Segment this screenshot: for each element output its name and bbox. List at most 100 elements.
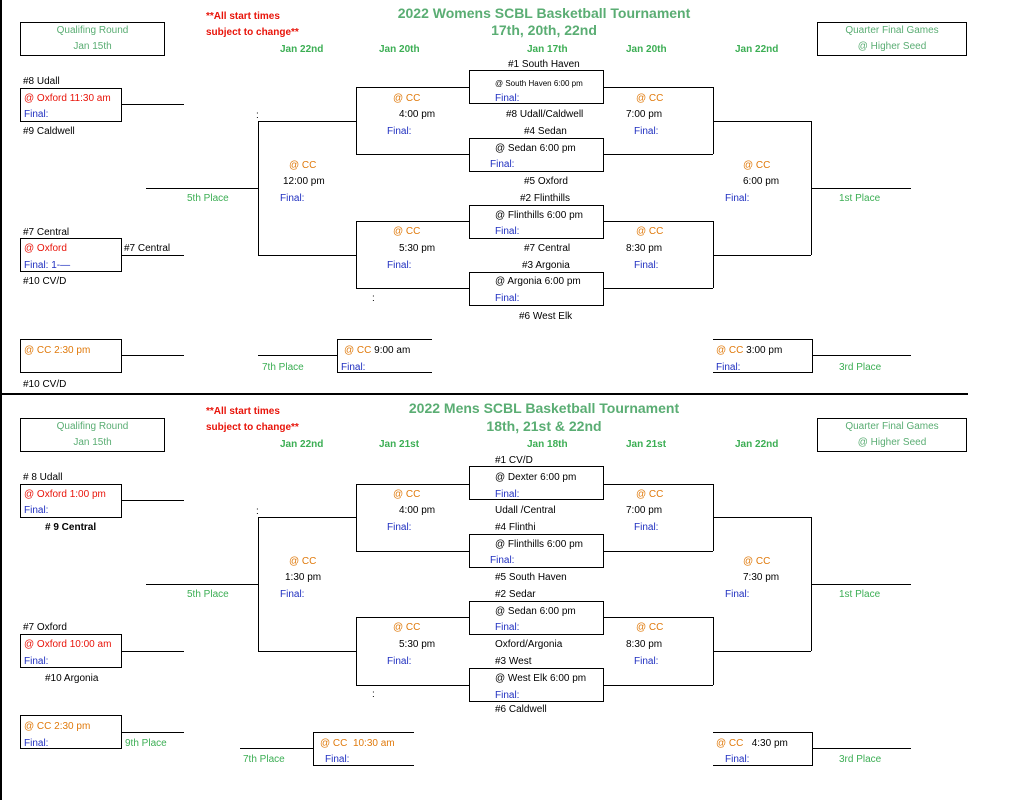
seed-5: #5 Oxford bbox=[524, 176, 568, 187]
quarter-final-box: Quarter Final Games @ Higher Seed bbox=[817, 22, 967, 56]
game-4-site: @ West Elk 6:00 pm bbox=[495, 673, 587, 684]
first-place-label: 1st Place bbox=[839, 589, 881, 600]
ninth-place-label: 9th Place bbox=[125, 738, 167, 749]
seventh-place-site-time: @ CC 9:00 am bbox=[344, 345, 410, 357]
bracket-line bbox=[258, 651, 356, 652]
bracket-line bbox=[146, 584, 258, 585]
bracket-line bbox=[258, 355, 337, 356]
first-place-final: Final: bbox=[725, 193, 750, 204]
seventh-place-site-time: @ CC 10:30 am bbox=[320, 738, 395, 750]
qual-game-1-site: @ Oxford 1:00 pm bbox=[24, 489, 106, 500]
colon-mark: : bbox=[372, 293, 375, 304]
bracket-line bbox=[356, 221, 469, 222]
first-place-site: @ CC bbox=[743, 556, 771, 567]
bracket-line bbox=[713, 651, 811, 652]
qual-game-2-box bbox=[20, 238, 122, 272]
quarter-final-site: @ Higher Seed bbox=[857, 41, 927, 52]
qual-game-1-box bbox=[20, 88, 122, 122]
date-col-1: Jan 22nd bbox=[280, 44, 324, 55]
date-col-2: Jan 21st bbox=[379, 439, 420, 450]
fifth-place-site: @ CC bbox=[289, 556, 317, 567]
seed-3: #3 West bbox=[495, 656, 532, 667]
qual-team-b: #9 Caldwell bbox=[23, 126, 75, 137]
womens-bracket: 2022 Womens SCBL Basketball Tournament 1… bbox=[0, 0, 1024, 395]
left-semi-2-site: @ CC bbox=[393, 226, 421, 237]
bracket-line bbox=[122, 255, 184, 256]
game-1-box bbox=[469, 70, 604, 104]
consolation-site: @ CC 2:30 pm bbox=[24, 721, 91, 732]
bracket-line bbox=[356, 551, 469, 552]
seed-2: #2 Flinthills bbox=[520, 193, 571, 204]
qual-team-c: #7 Central bbox=[23, 227, 70, 238]
quarter-final-site: @ Higher Seed bbox=[857, 437, 927, 448]
bracket-line bbox=[356, 685, 469, 686]
bracket-line bbox=[713, 87, 714, 154]
bracket-line bbox=[356, 288, 469, 289]
consolation-site: @ CC 2:30 pm bbox=[24, 345, 91, 356]
bracket-line bbox=[258, 255, 356, 256]
third-place-time: 4:30 pm bbox=[751, 738, 788, 749]
game-1-site: @ Dexter 6:00 pm bbox=[495, 472, 577, 483]
qualifying-round-box: Qualifing Round Jan 15th bbox=[20, 418, 165, 452]
bracket-title: 2022 Womens SCBL Basketball Tournament bbox=[397, 5, 691, 21]
qual-game-2-site: @ Oxford bbox=[24, 243, 67, 254]
qual-game-1-site: @ Oxford 11:30 am bbox=[24, 93, 111, 104]
left-semi-1-final: Final: bbox=[387, 126, 412, 137]
quarter-final-label: Quarter Final Games bbox=[845, 421, 939, 432]
seventh-place-site: @ CC bbox=[344, 345, 372, 356]
right-semi-2-time: 8:30 pm bbox=[626, 639, 663, 650]
date-col-4: Jan 21st bbox=[626, 439, 667, 450]
date-col-2: Jan 20th bbox=[379, 44, 420, 55]
game-2-site: @ Flinthills 6:00 pm bbox=[495, 539, 583, 550]
right-semi-1-final: Final: bbox=[634, 522, 659, 533]
date-col-4: Jan 20th bbox=[626, 44, 667, 55]
game-3-final: Final: bbox=[495, 622, 520, 633]
bracket-line bbox=[604, 87, 713, 88]
game-4-final: Final: bbox=[495, 293, 520, 304]
qual-game-2-final: Final: bbox=[24, 656, 49, 667]
qualifying-round-date: Jan 15th bbox=[73, 41, 112, 52]
seed-5: #5 South Haven bbox=[495, 572, 567, 583]
qual-team-a: # 8 Udall bbox=[23, 472, 63, 483]
first-place-final: Final: bbox=[725, 589, 750, 600]
bracket-line bbox=[122, 355, 184, 356]
game-2-site: @ Sedan 6:00 pm bbox=[495, 143, 576, 154]
bracket-subtitle: 18th, 21st & 22nd bbox=[486, 418, 602, 434]
left-semi-2-time: 5:30 pm bbox=[399, 243, 436, 254]
bracket-line bbox=[356, 154, 469, 155]
bracket-line bbox=[604, 484, 713, 485]
game-3-site: @ Sedan 6:00 pm bbox=[495, 606, 576, 617]
seed-3: #3 Argonia bbox=[522, 260, 570, 271]
bracket-subtitle: 17th, 20th, 22nd bbox=[491, 22, 597, 38]
bracket-line bbox=[356, 617, 357, 685]
bracket-line bbox=[813, 355, 911, 356]
left-semi-2-final: Final: bbox=[387, 656, 412, 667]
note-line2: subject to change** bbox=[206, 27, 299, 38]
date-col-1: Jan 22nd bbox=[280, 439, 324, 450]
bracket-line bbox=[258, 121, 356, 122]
bracket-line bbox=[604, 288, 713, 289]
seed-1: #1 South Haven bbox=[508, 59, 580, 70]
first-place-label: 1st Place bbox=[839, 193, 881, 204]
game-2-box bbox=[469, 138, 604, 172]
fifth-place-label: 5th Place bbox=[187, 589, 229, 600]
bracket-line bbox=[258, 517, 259, 651]
game-1-site: @ South Haven 6:00 pm bbox=[495, 79, 583, 88]
bracket-line bbox=[356, 484, 469, 485]
qualifying-round-box: Qualifing Round Jan 15th bbox=[20, 22, 165, 56]
third-place-box bbox=[713, 339, 813, 373]
bracket-line bbox=[356, 87, 357, 154]
bracket-line bbox=[356, 87, 469, 88]
game-3-final: Final: bbox=[495, 226, 520, 237]
qual-game-2-final: Final: 1-— bbox=[24, 260, 71, 271]
left-semi-2-site: @ CC bbox=[393, 622, 421, 633]
game-4-final: Final: bbox=[495, 690, 520, 701]
qualifying-round-label: Qualifing Round bbox=[56, 25, 129, 36]
qual-game-2-winner: #7 Central bbox=[124, 243, 171, 254]
qual-game-1-box bbox=[20, 484, 122, 518]
right-semi-2-site: @ CC bbox=[636, 622, 664, 633]
third-place-site-time: @ CC 3:00 pm bbox=[716, 345, 782, 357]
seventh-place-time: 9:00 am bbox=[374, 345, 411, 356]
left-semi-1-site: @ CC bbox=[393, 489, 421, 500]
bracket-line bbox=[604, 221, 713, 222]
